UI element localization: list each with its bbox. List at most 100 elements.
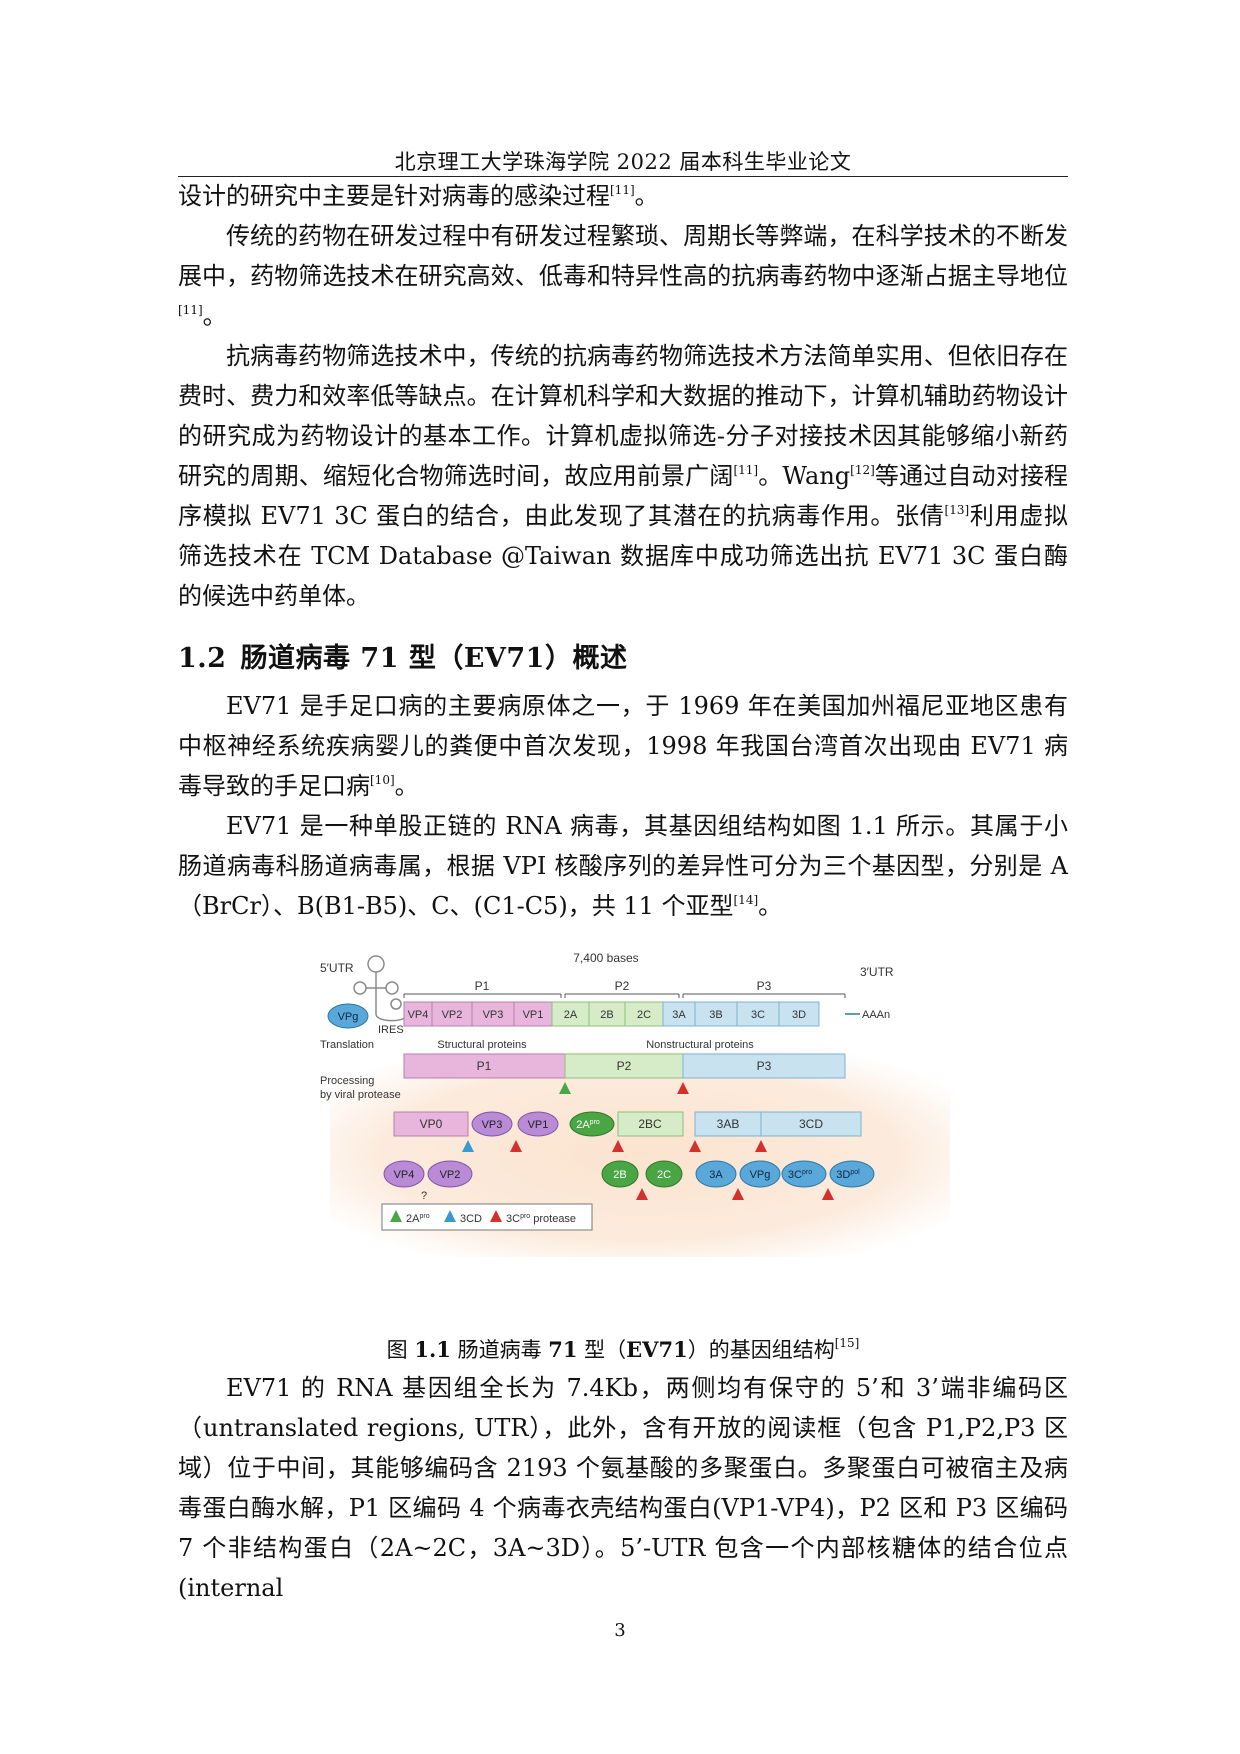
3cd-box (760, 1111, 862, 1137)
legend-blue-triangle (444, 1210, 456, 1222)
paragraph-text: 设计的研究中主要是针对病毒的感染过程 (178, 182, 610, 210)
citation: [14] (733, 893, 759, 907)
caption-text: 肠道病毒 (450, 1338, 549, 1362)
caption-text: 型（ (577, 1338, 627, 1362)
2bc-label: 2BC (638, 1117, 662, 1131)
3dpol-oval (829, 1160, 875, 1188)
paragraph-4: EV71 是手足口病的主要病原体之一，于 1969 年在美国加州福尼亚地区患有中… (178, 686, 1068, 806)
vp2-label: VP2 (440, 1169, 461, 1181)
paragraph-end: 。 (394, 772, 419, 800)
poly-p1-label: P1 (477, 1059, 492, 1073)
polyprotein-p1 (403, 1053, 566, 1079)
figure-legend: 2Apro 3CD 3Cpro protease (381, 1203, 593, 1231)
citation: [11] (733, 463, 759, 477)
genome-figure: 5′UTR VPg IRES 7,400 bases 3′UTR P1 P2 P… (320, 942, 960, 1262)
paragraph-text: EV71 是一种单股正链的 RNA 病毒，其基因组结构如图 1.1 所示。其属于… (178, 812, 1068, 920)
paragraph-3: 抗病毒药物筛选技术中，传统的抗病毒药物筛选技术方法简单实用、但依旧存在费时、费力… (178, 336, 1068, 616)
3cpro-label: 3Cpro (788, 1169, 812, 1181)
2bc-box (617, 1111, 684, 1137)
paragraph-end: 。 (202, 302, 227, 330)
question-mark: ? (421, 1190, 427, 1202)
gene-label-3d: 3D (792, 1009, 806, 1021)
caption-text: ）的基因组结构 (687, 1338, 835, 1362)
2c-label: 2C (657, 1169, 671, 1181)
legend-2apro: 2Apro (406, 1213, 430, 1225)
gene-box-vp2 (431, 1001, 473, 1027)
citation: [11] (178, 303, 203, 317)
region-p1: P1 (475, 979, 490, 993)
vpg-label-2: VPg (750, 1169, 771, 1181)
aaan-label: AAAn (862, 1009, 890, 1021)
translation-label: Translation (320, 1039, 374, 1051)
paragraph-text: 利用虚拟筛选技术在 TCM Database @Taiwan 数据库中成功筛选出… (178, 502, 1068, 610)
2apro-label: 2Apro (576, 1119, 600, 1131)
paragraph-text: 。Wang (758, 462, 851, 490)
page-header: 北京理工大学珠海学院 2022 届本科生毕业论文 (394, 150, 852, 174)
vp1-label: VP1 (528, 1119, 549, 1131)
cleavage-3cpro-marker-6 (636, 1188, 648, 1200)
polyprotein-p2 (564, 1053, 684, 1079)
utr5-label: 5′UTR (320, 961, 354, 975)
page-number: 3 (614, 1620, 626, 1641)
vp0-box (393, 1111, 469, 1137)
gene-label-vp4: VP4 (408, 1009, 429, 1021)
gene-label-3c: 3C (751, 1009, 765, 1021)
vp3-oval (471, 1111, 513, 1137)
gene-box-vp1 (513, 1001, 553, 1027)
caption-text-bold: EV71 (626, 1337, 688, 1362)
gene-box-3d (778, 1001, 820, 1027)
paragraph-2: 传统的药物在研发过程中有研发过程繁琐、周期长等弊端，在科学技术的不断发展中，药物… (178, 216, 1068, 336)
vp4-oval (383, 1160, 425, 1188)
paragraph-text: EV71 是手足口病的主要病原体之一，于 1969 年在美国加州福尼亚地区患有中… (178, 692, 1068, 800)
gene-box-vp3 (471, 1001, 515, 1027)
3ab-box (694, 1111, 762, 1137)
legend-red-triangle (490, 1210, 502, 1222)
gene-label-2b: 2B (600, 1009, 613, 1021)
citation: [12] (850, 463, 875, 477)
vpg-oval (327, 1003, 369, 1029)
region-p2: P2 (615, 979, 630, 993)
paragraph-end: 。 (634, 182, 659, 210)
ires-label: IRES (378, 1024, 404, 1036)
cleavage-3cpro-marker-5 (755, 1140, 767, 1152)
cleavage-3cd-marker (462, 1140, 474, 1152)
intro-paragraphs: 设计的研究中主要是针对病毒的感染过程[11]。 传统的药物在研发过程中有研发过程… (178, 176, 1068, 616)
2apro-oval (569, 1111, 615, 1137)
gene-label-vp3: VP3 (483, 1009, 504, 1021)
cleavage-3cpro-marker-2 (510, 1140, 522, 1152)
paragraph-text: 等通过自动对接程序模拟 EV71 3C 蛋白的结合，由此发现了其潜在的抗病毒作用… (178, 462, 1068, 530)
vp2-oval (427, 1160, 473, 1188)
vp1-oval (517, 1111, 559, 1137)
citation: [15] (834, 1336, 860, 1350)
figure-caption: 图 1.1 肠道病毒 71 型（EV71）的基因组结构[15] (178, 1334, 1068, 1364)
paragraph-5: EV71 是一种单股正链的 RNA 病毒，其基因组结构如图 1.1 所示。其属于… (178, 806, 1068, 926)
gene-label-vp2: VP2 (442, 1009, 463, 1021)
citation: [10] (370, 773, 395, 787)
legend-3cpro: 3Cpro protease (506, 1213, 576, 1225)
poly-p3-label: P3 (757, 1059, 772, 1073)
poly-p2-label: P2 (617, 1059, 632, 1073)
processing-sub-label: by viral protease (320, 1089, 401, 1101)
paragraph-end: 。 (758, 892, 783, 920)
paragraph-text: 传统的药物在研发过程中有研发过程繁琐、周期长等弊端，在科学技术的不断发展中，药物… (178, 222, 1068, 290)
section-number: 1.2 (178, 643, 227, 674)
gene-label-2c: 2C (637, 1009, 651, 1021)
3cpro-oval (781, 1160, 827, 1188)
structural-label: Structural proteins (437, 1039, 527, 1051)
3cd-label: 3CD (799, 1117, 823, 1131)
vpg-label: VPg (338, 1011, 359, 1023)
caption-prefix: 图 (386, 1338, 415, 1362)
gene-label-vp1: VP1 (523, 1009, 544, 1021)
cleavage-3cpro-marker-3 (612, 1140, 624, 1152)
cleavage-3cpro-marker (677, 1082, 689, 1094)
paragraph-6: EV71 的 RNA 基因组全长为 7.4Kb，两侧均有保守的 5’和 3’端非… (178, 1368, 1068, 1608)
vp0-label: VP0 (420, 1117, 443, 1131)
3dpol-label: 3Dpol (836, 1169, 860, 1181)
citation: [13] (944, 503, 970, 517)
polyprotein-p3 (682, 1053, 846, 1079)
utr3-label: 3′UTR (860, 965, 894, 979)
2b-oval (601, 1160, 639, 1188)
cleavage-3cpro-marker-8 (822, 1188, 834, 1200)
gene-label-3a: 3A (672, 1009, 686, 1021)
